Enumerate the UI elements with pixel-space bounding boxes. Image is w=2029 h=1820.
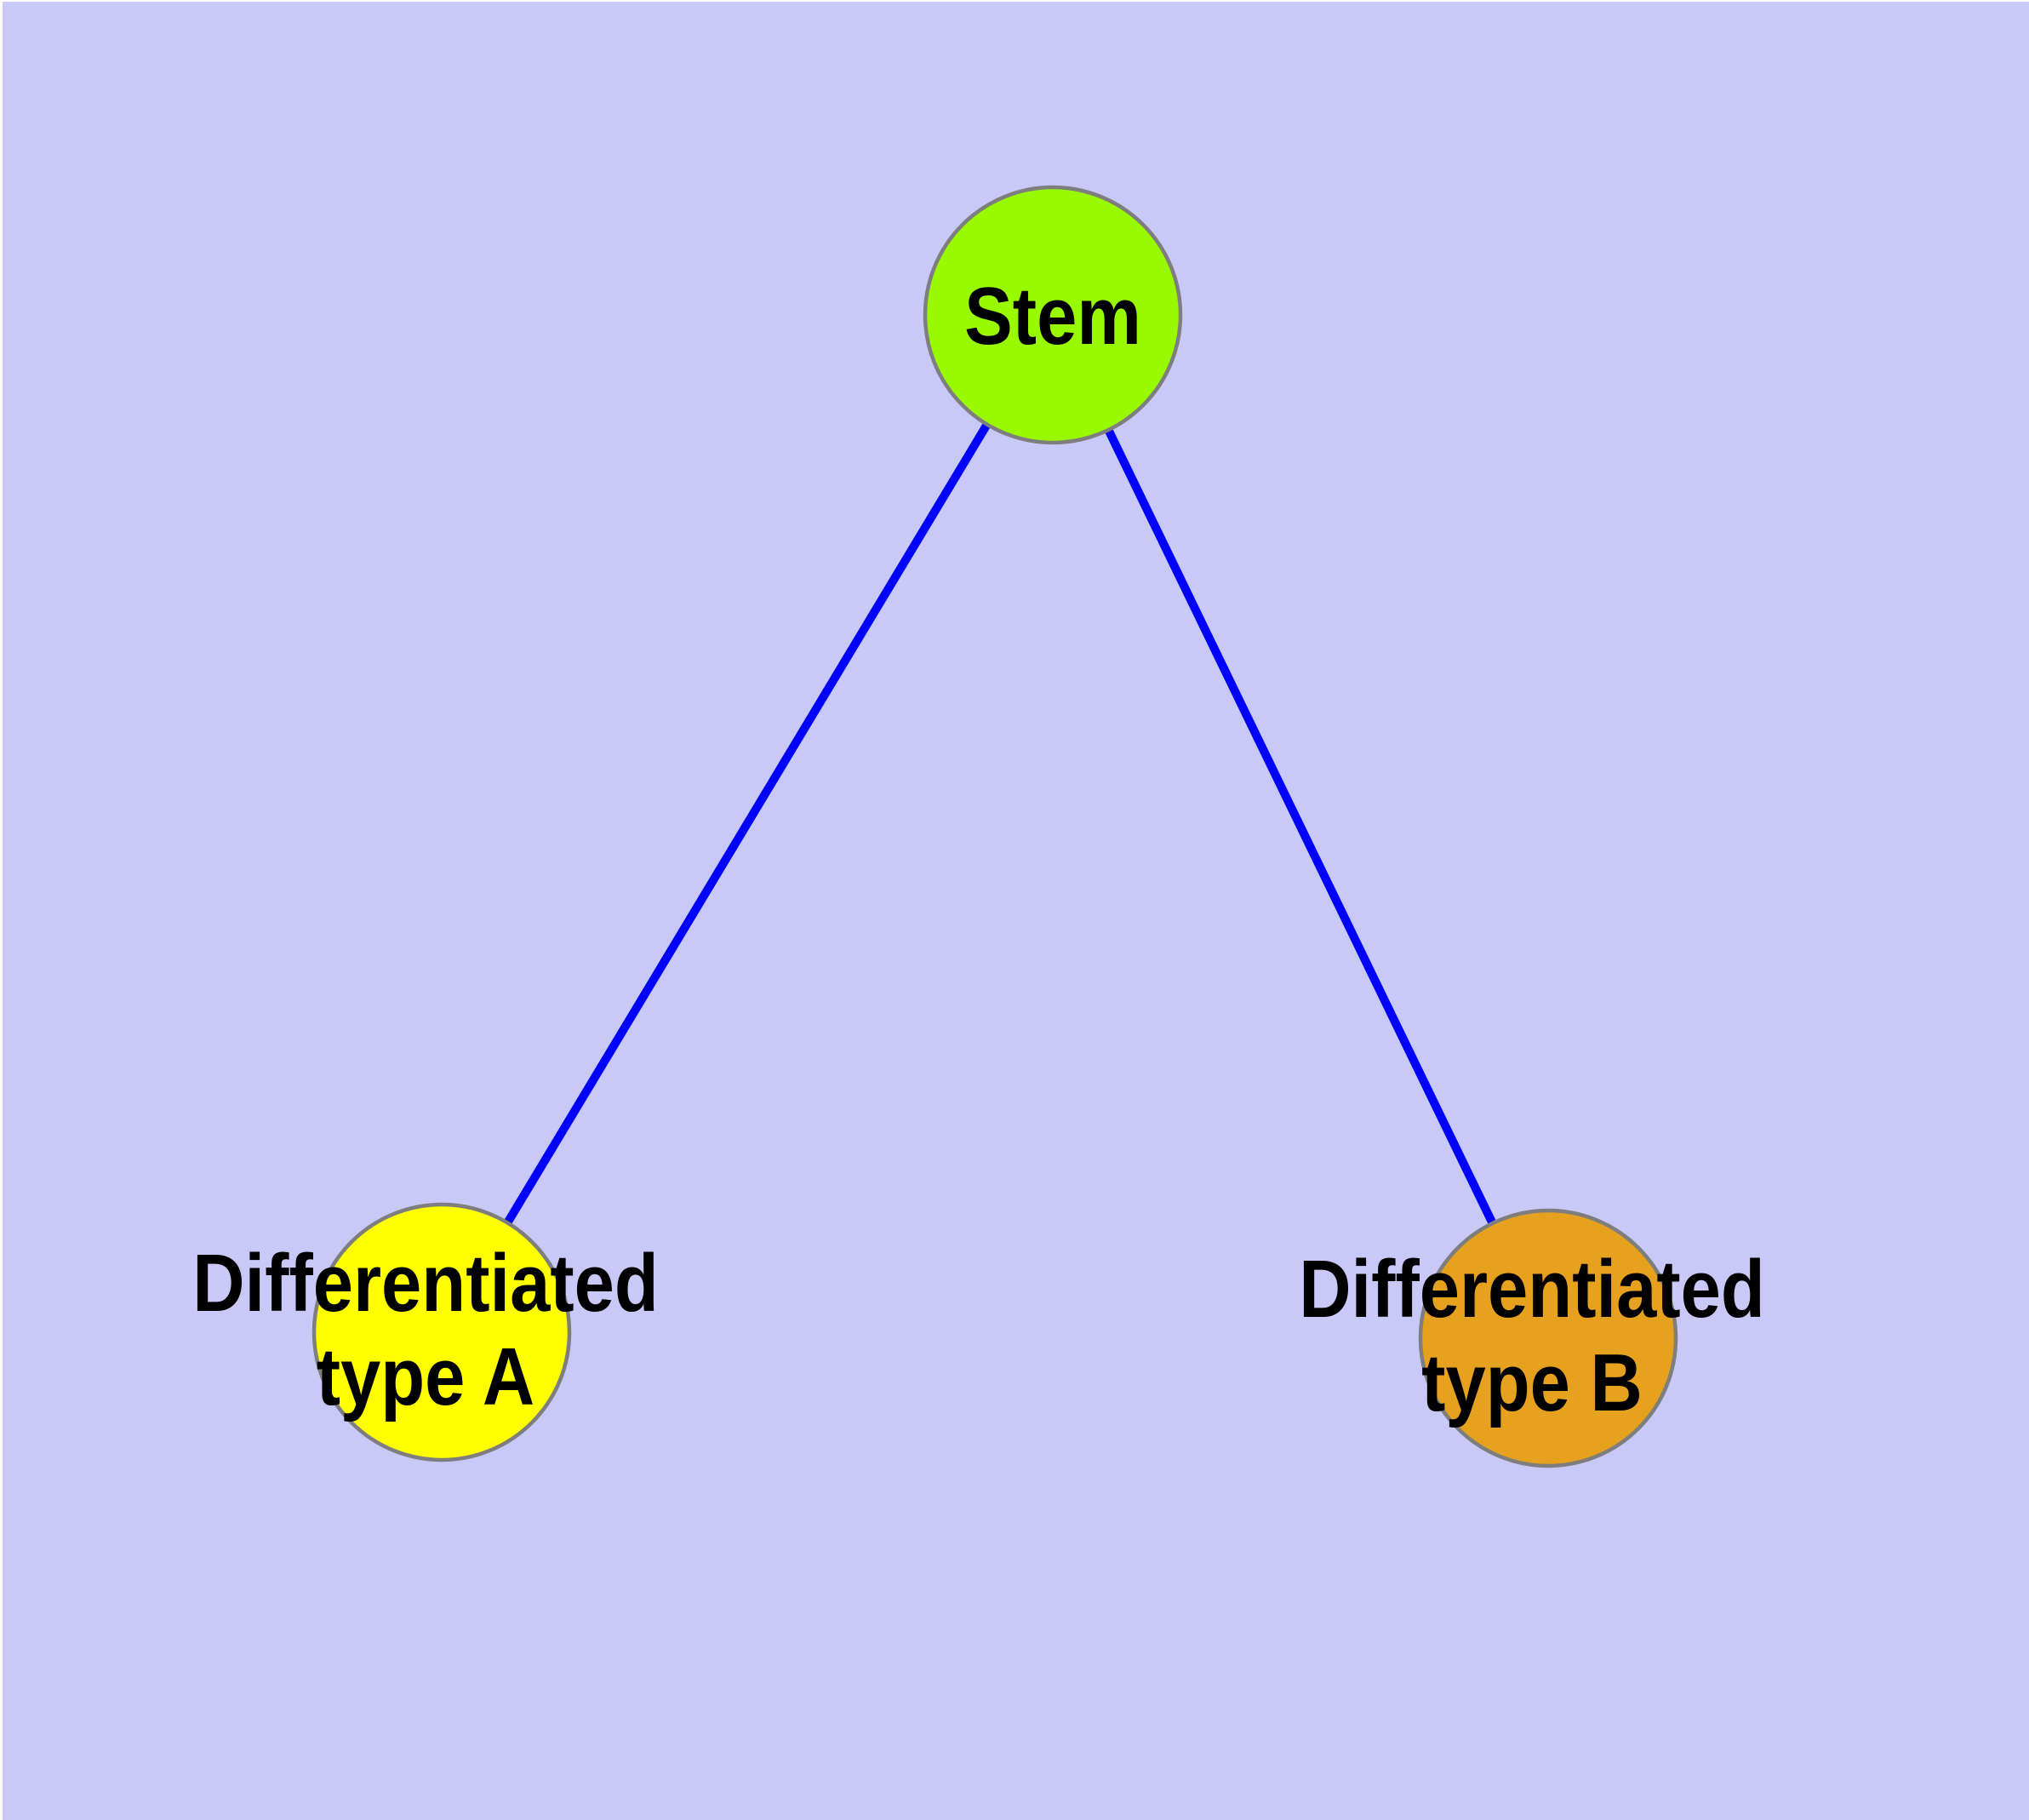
node-stem <box>923 185 1183 445</box>
node-typeB-label: Differentiated type B <box>1299 1243 1765 1430</box>
node-typeA-label: Differentiated type A <box>192 1237 659 1424</box>
label-line: type B <box>1421 1337 1643 1428</box>
edge-stem-to-typeB <box>1049 312 1552 1341</box>
label-line: type A <box>316 1331 535 1422</box>
edge-stem-to-typeA <box>437 312 1057 1335</box>
label-line: Stem <box>964 271 1141 362</box>
label-line: Differentiated <box>1299 1244 1765 1335</box>
node-stem-label: Stem <box>964 270 1141 363</box>
node-typeA <box>311 1202 572 1462</box>
label-line: Differentiated <box>192 1238 659 1329</box>
node-typeB <box>1418 1208 1678 1468</box>
